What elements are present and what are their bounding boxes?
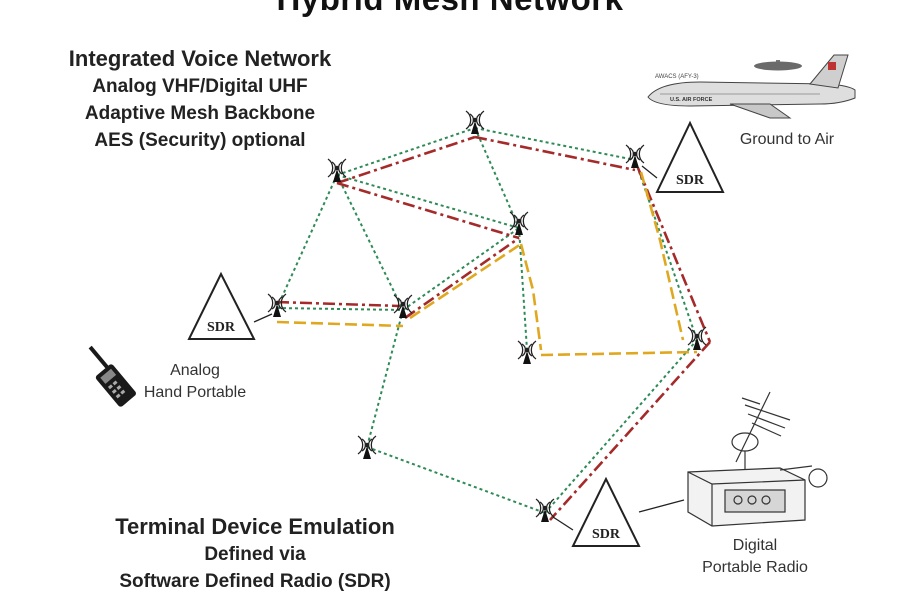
green-link [336,174,404,311]
sdr-label: SDR [207,320,236,335]
green-link [518,227,528,351]
red-links [276,135,712,521]
analog-label-line: Hand Portable [143,384,247,401]
green-link [474,127,636,161]
aircraft-side-text: U.S. AIR FORCE [670,97,713,103]
digital-label-line: Digital [732,537,778,554]
analog-hand-portable-label: Analog Hand Portable [120,360,270,404]
red-link [404,236,520,320]
sdr-label: SDR [676,173,705,188]
antenna-icon [267,293,287,318]
green-link [276,174,338,309]
yellow-link [519,243,543,351]
yellow-link [409,242,522,320]
sdr-triangle-top-right: SDR [641,120,725,193]
sdr-triangle-left: SDR [187,271,273,340]
antenna-icon [327,158,347,183]
green-link [366,446,546,514]
analog-handheld-radio-icon [88,345,136,407]
analog-label-line: Analog [170,362,220,379]
terminal-emulation-line: Defined via [204,544,306,565]
digital-portable-radio-icon [687,391,828,527]
green-link [474,127,520,229]
awacs-aircraft-icon: AWACS (AFY-3) U.S. AIR FORCE [647,54,856,119]
antenna-icon [357,435,377,460]
digital-label-line: Portable Radio [702,559,808,576]
antenna-icon [625,144,645,169]
green-link [276,307,404,311]
yellow-link [639,171,685,341]
green-link [336,127,476,176]
terminal-emulation-block: Terminal Device Emulation Defined via So… [70,512,440,595]
voice-network-block: Integrated Voice Network Analog VHF/Digi… [30,44,370,154]
red-link [636,167,712,343]
green-link [544,339,698,514]
antenna-icon [687,326,707,351]
voice-network-line: AES (Security) optional [94,130,306,151]
red-link [336,181,520,240]
diagram-title: Hybrid Mesh Network [0,0,900,18]
green-link [336,174,520,229]
aircraft-marking: AWACS (AFY-3) [655,74,699,80]
voice-network-line: Adaptive Mesh Backbone [84,103,316,124]
sdr-label: SDR [592,527,621,542]
red-link [549,341,711,521]
voice-network-line: Analog VHF/Digital UHF [92,76,308,97]
yellow-link [540,350,698,357]
terminal-emulation-heading: Terminal Device Emulation [115,514,395,539]
terminal-emulation-line: Software Defined Radio (SDR) [119,571,391,592]
red-link [474,135,636,172]
yellow-link [276,320,404,328]
red-link [336,135,476,185]
voice-network-heading: Integrated Voice Network [68,46,332,71]
ground-to-air-label: Ground to Air [739,131,835,148]
green-link [366,309,404,448]
sdr-triangle-bottom: SDR [552,476,685,547]
green-links [276,127,698,514]
digital-portable-radio-label: Digital Portable Radio [680,535,830,579]
yellow-links [276,171,698,357]
red-link [276,300,401,308]
green-link [402,227,520,311]
